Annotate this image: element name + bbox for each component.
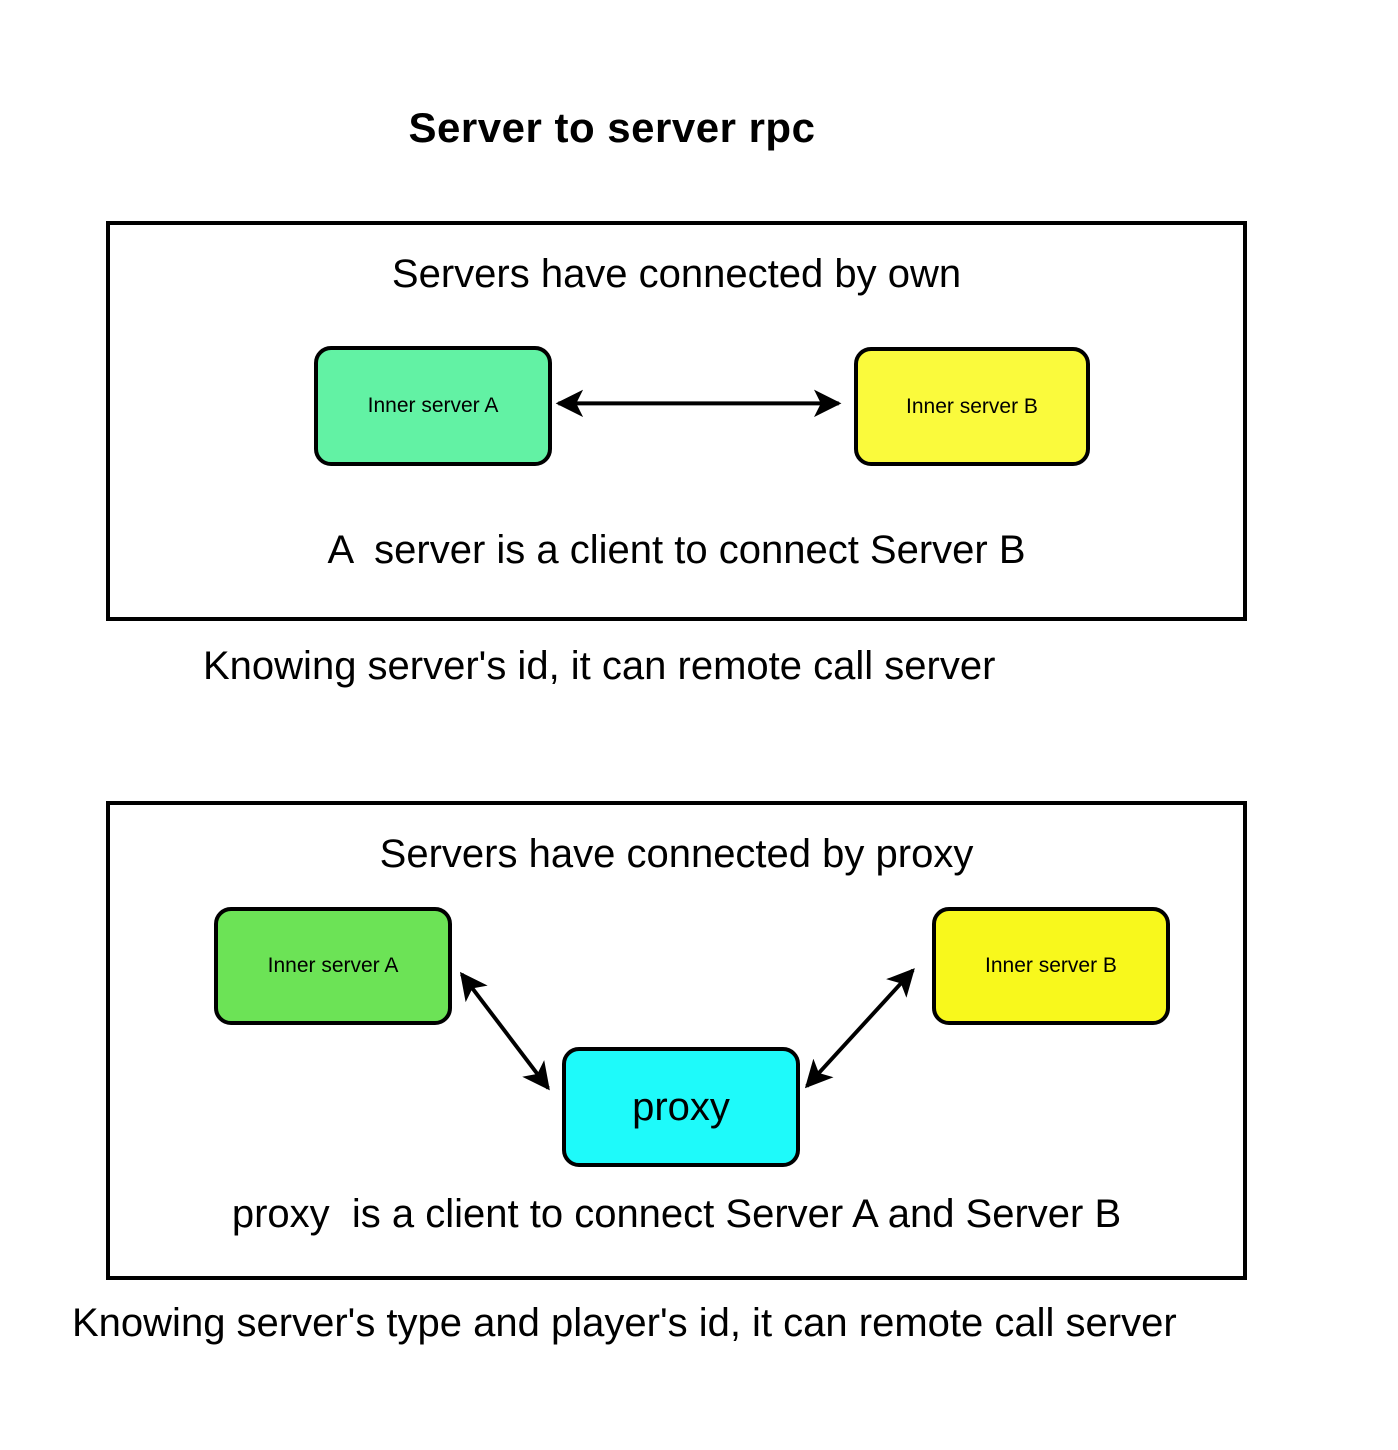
inner-server-b-node: Inner server B — [854, 347, 1090, 466]
panel-connected-by-own: Servers have connected by own Inner serv… — [106, 221, 1247, 621]
arrow-server-a-to-proxy — [459, 971, 550, 1091]
proxy-node: proxy — [562, 1047, 800, 1167]
inner-server-b-node: Inner server B — [932, 907, 1170, 1025]
arrow-proxy-to-server-b — [804, 968, 915, 1089]
inner-server-a-label: Inner server A — [267, 954, 399, 977]
panel-proxy-caption: proxy is a client to connect Server A an… — [231, 1192, 1122, 1236]
panel-connected-by-proxy: Servers have connected by proxy Inner se… — [106, 801, 1247, 1280]
panel-own-title: Servers have connected by own — [391, 252, 962, 296]
inner-server-a-node: Inner server A — [314, 346, 552, 466]
proxy-label: proxy — [632, 1084, 730, 1129]
note-connected-by-own: Knowing server's id, it can remote call … — [203, 644, 996, 688]
page-title: Server to server rpc — [408, 104, 816, 151]
inner-server-a-label: Inner server A — [367, 394, 499, 417]
inner-server-b-label: Inner server B — [906, 394, 1038, 418]
inner-server-a-node: Inner server A — [214, 907, 452, 1025]
panel-proxy-title: Servers have connected by proxy — [379, 832, 974, 876]
note-connected-by-proxy: Knowing server's type and player's id, i… — [72, 1301, 1177, 1345]
inner-server-b-label: Inner server B — [985, 954, 1117, 977]
panel-own-caption: A server is a client to connect Server B — [327, 528, 1026, 572]
